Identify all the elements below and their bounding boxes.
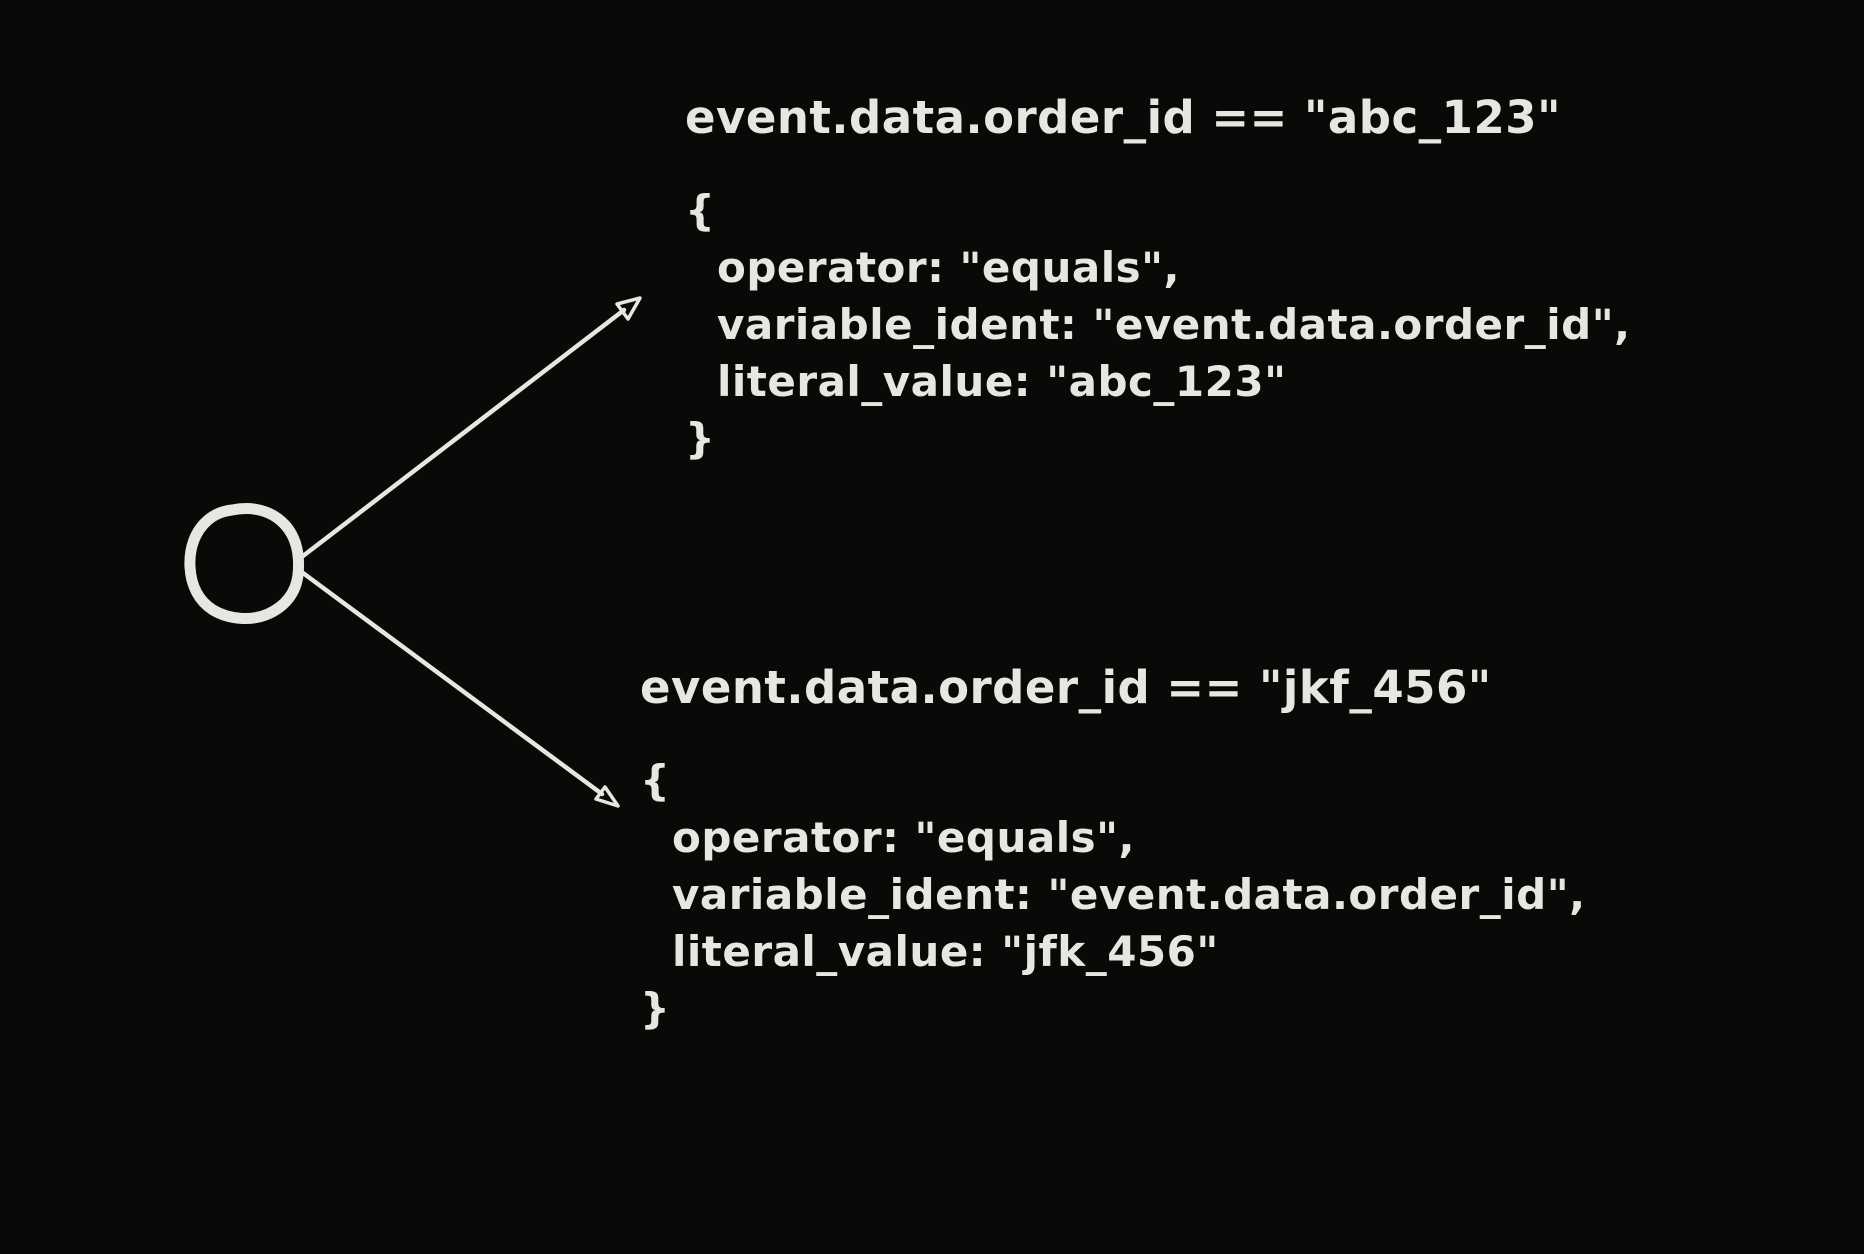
json-literal-value-line: literal_value: "jfk_456" [672, 927, 1219, 976]
json-operator-line: operator: "equals", [717, 243, 1180, 292]
arrow-shaft [300, 570, 605, 797]
arrow-shaft [300, 307, 627, 559]
condition-block-abc: event.data.order_id == "abc_123" { opera… [685, 90, 1631, 467]
condition-json-code[interactable]: { operator: "equals", variable_ident: "e… [640, 752, 1586, 1037]
json-operator-line: operator: "equals", [672, 813, 1135, 862]
json-open-brace: { [685, 186, 716, 235]
json-variable-ident-line: variable_ident: "event.data.order_id", [717, 300, 1631, 349]
json-close-brace: } [685, 414, 716, 463]
json-close-brace: } [640, 984, 671, 1033]
json-literal-value-line: literal_value: "abc_123" [717, 357, 1287, 406]
json-open-brace: { [640, 756, 671, 805]
json-variable-ident-line: variable_ident: "event.data.order_id", [672, 870, 1586, 919]
condition-expression[interactable]: event.data.order_id == "abc_123" [685, 91, 1562, 144]
node-circle-outline [184, 503, 305, 624]
arrow-head [615, 296, 642, 321]
arrow-to-abc-branch[interactable] [300, 296, 642, 559]
arrow-to-jkf-branch[interactable] [300, 570, 620, 808]
arrow-head [594, 785, 620, 808]
condition-expression[interactable]: event.data.order_id == "jkf_456" [640, 661, 1492, 714]
condition-json-code[interactable]: { operator: "equals", variable_ident: "e… [685, 182, 1631, 467]
source-node-circle[interactable] [184, 503, 305, 624]
condition-block-jkf: event.data.order_id == "jkf_456" { opera… [640, 660, 1586, 1037]
